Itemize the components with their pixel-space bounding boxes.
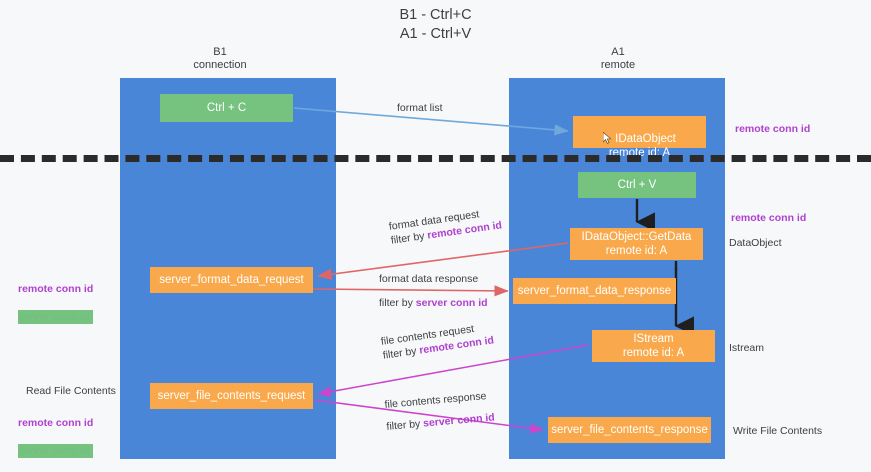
node-idataobject-text: IDataObject [615, 133, 676, 145]
annotation-left-server-top: server conn id [18, 310, 94, 324]
node-idataobject-line1: IDataObject [602, 104, 676, 146]
page-title: B1 - Ctrl+C A1 - Ctrl+V [399, 7, 472, 42]
arrow-file-contents-response [314, 399, 544, 434]
mouse-cursor-icon [602, 118, 614, 144]
node-server-format-data-response[interactable]: server_format_data_response [513, 278, 676, 304]
annotation-remote-conn-id-mid: remote conn id [731, 212, 807, 224]
annotation-left-remote-bottom: remote conn id [18, 417, 94, 429]
edge-label-format-list: format list [397, 101, 443, 115]
edge-label-fdresp-prefix: filter by [379, 297, 416, 309]
annotation-dataobject: DataObject [729, 237, 782, 249]
node-ctrl-c[interactable]: Ctrl + C [160, 94, 293, 122]
edge-label-fdresp-line1: format data response [379, 273, 479, 285]
edge-label-format-data-response: format data response filter by server co… [379, 272, 488, 310]
annotation-istream: Istream [729, 342, 765, 354]
node-server-format-data-request[interactable]: server_format_data_request [150, 267, 313, 293]
node-ctrl-v[interactable]: Ctrl + V [578, 172, 696, 198]
node-idataobject[interactable]: IDataObject remote id: A [573, 116, 706, 159]
lane-header-b1: B1 connection [193, 46, 247, 71]
edge-label-format-list-line1: format list [397, 102, 443, 114]
lane-header-a1: A1 remote [600, 46, 636, 71]
node-server-file-contents-request[interactable]: server_file_contents_request [150, 383, 313, 409]
annotation-left-remote-top: remote conn id [18, 283, 94, 295]
annotation-left-conn-ids-top: remote conn id server conn id [18, 268, 94, 338]
arrow-format-data-response [312, 285, 509, 297]
arrow-format-data-request [317, 242, 569, 280]
edge-label-fdresp-highlight: server conn id [415, 297, 488, 309]
node-idataobject-getdata[interactable]: IDataObject::GetData remote id: A [570, 228, 703, 260]
annotation-left-server-bottom: server conn id [18, 444, 94, 458]
phase-divider [0, 155, 871, 162]
annotation-remote-conn-id-top: remote conn id [735, 123, 811, 135]
edge-label-fcresp-prefix: filter by [386, 417, 424, 433]
node-istream[interactable]: IStream remote id: A [592, 330, 715, 362]
annotation-read-file-contents: Read File Contents [26, 385, 116, 397]
arrow-file-contents-request [317, 344, 589, 397]
annotation-left-conn-ids-bottom: remote conn id server conn id [18, 402, 94, 472]
edge-label-fdresp-line2: filter by server conn id [379, 296, 488, 310]
annotation-write-file-contents: Write File Contents [733, 425, 823, 437]
node-server-file-contents-response[interactable]: server_file_contents_response [548, 417, 711, 443]
arrow-format-list [293, 107, 569, 136]
